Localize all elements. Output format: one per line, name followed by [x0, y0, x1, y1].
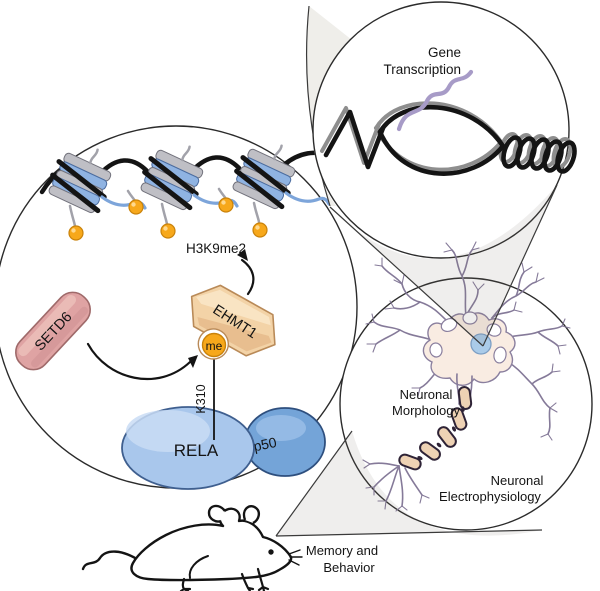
zoom-wedge	[306, 6, 352, 206]
methylation-arrow	[237, 249, 255, 296]
mouse-whiskers	[288, 549, 303, 566]
mouse-illustration	[81, 504, 303, 591]
myelin-segment	[457, 386, 473, 410]
methyl-marks	[68, 197, 268, 241]
setd6-shade	[31, 306, 89, 368]
node-of-ranvier	[451, 426, 457, 432]
axon-terminals	[362, 459, 430, 512]
chromatin-mechanism-circle: H3K9me2 SETD6 p50 RELA	[0, 125, 358, 490]
p50-subunit: p50	[244, 407, 326, 477]
methyl-ball	[128, 199, 144, 215]
node-of-ranvier	[417, 456, 423, 460]
myelin-segment	[419, 441, 441, 461]
methyl-ball-highlight	[255, 225, 260, 230]
dna-helix	[320, 101, 577, 176]
rela-highlight	[126, 410, 210, 452]
gene-transcription-caption-line1: Gene	[428, 45, 461, 60]
mouse-front-leg	[256, 567, 270, 591]
methyl-ball	[68, 225, 84, 241]
methyl-ball-highlight	[131, 202, 136, 207]
mouse-eye	[268, 549, 274, 555]
myelin-segment	[450, 407, 468, 431]
gene-transcription-caption-line2: Transcription	[383, 62, 461, 77]
setd6-highlight	[18, 294, 77, 357]
ehmt1-shade	[197, 316, 272, 352]
mrna-strand	[396, 69, 474, 132]
neuron-circle: Neuronal Morphology Neuronal Electrophys…	[339, 241, 593, 531]
myelin-segment	[398, 453, 422, 471]
setd6-body	[15, 291, 91, 371]
gene-transcription-circle: Gene Transcription	[312, 1, 577, 259]
morphology-caption-line1: Neuronal	[400, 387, 453, 402]
nucleosome	[140, 145, 204, 211]
methyl-ball-highlight	[163, 226, 168, 231]
soma-gap	[462, 311, 478, 325]
methyl-label: me	[206, 339, 223, 353]
methyl-ball	[160, 223, 176, 239]
methyl-ball	[201, 332, 227, 358]
memory-behavior-caption-line2: Behavior	[323, 560, 375, 575]
rela-label: RELA	[174, 441, 219, 460]
zoom-cone-nucleus	[329, 184, 558, 347]
arrowhead	[188, 355, 198, 368]
mouse-ear	[207, 504, 226, 523]
methyl-ball-highlight	[71, 228, 76, 233]
morphology-caption-line2: Morphology	[392, 403, 460, 418]
k310-site: K310	[194, 357, 215, 440]
methyl-group: me	[201, 332, 227, 358]
node-of-ranvier	[461, 406, 465, 412]
methyl-ball	[218, 197, 234, 213]
nucleosome	[48, 148, 112, 214]
k310-label: K310	[194, 384, 208, 413]
setd6-enzyme: SETD6	[15, 291, 91, 371]
mouse-rear-foot	[179, 577, 192, 591]
soma-gap	[429, 342, 443, 358]
soma-gap	[486, 323, 502, 337]
node-of-ranvier	[436, 442, 442, 448]
arrowhead	[237, 249, 248, 261]
soma	[422, 311, 516, 386]
rela-subunit: RELA	[121, 406, 255, 490]
ehmt1-highlight	[196, 289, 271, 326]
mouse-tail	[81, 550, 142, 571]
p50-label: p50	[252, 434, 278, 455]
axon	[398, 373, 473, 471]
h3k9me2-label: H3K9me2	[186, 241, 246, 256]
zoom-cone-mouse	[275, 430, 543, 537]
methyl-ball	[252, 222, 268, 238]
mouse-body	[130, 507, 293, 582]
setd6-methylation-arrow	[86, 342, 198, 381]
electrophysiology-caption-line1: Neuronal	[491, 473, 544, 488]
transcription-circle-outline	[312, 1, 570, 259]
memory-behavior-caption-line1: Memory and	[306, 543, 378, 558]
nucleosome	[232, 144, 296, 210]
soma-gap	[493, 346, 507, 364]
zoom-wedge-line	[305, 5, 331, 207]
methyl-ball-highlight	[221, 200, 226, 205]
myelin-segment	[437, 426, 457, 448]
electrophysiology-caption-line2: Electrophysiology	[439, 489, 541, 504]
p50-highlight	[256, 415, 306, 441]
mouse-ear	[242, 505, 261, 525]
mouse-haunch	[188, 555, 209, 579]
